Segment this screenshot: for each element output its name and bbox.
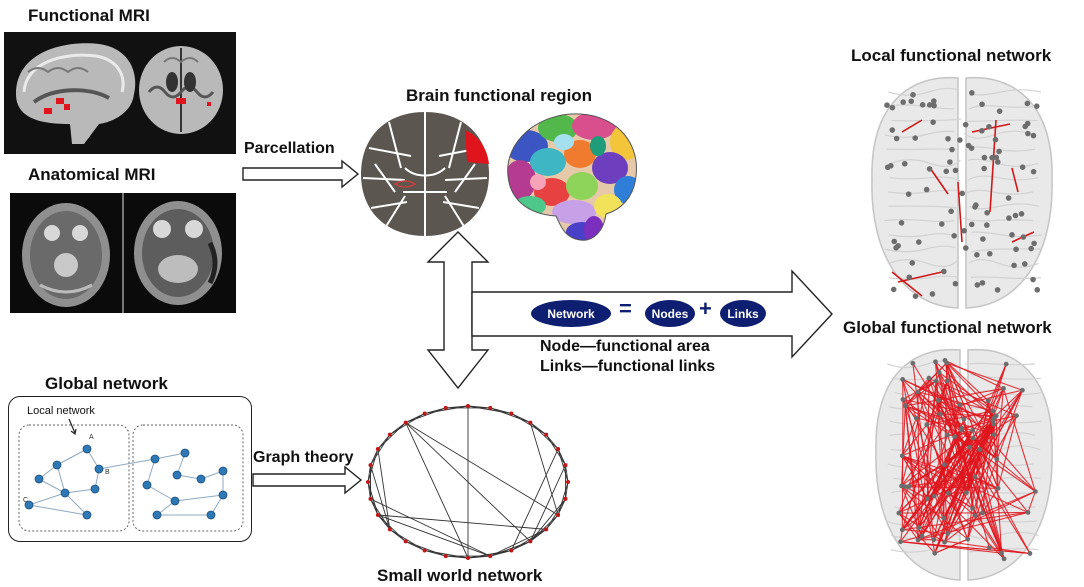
network-pill: Network (531, 300, 611, 327)
parcellation-arrow (242, 159, 360, 189)
global-network-box: Local network A B (8, 396, 252, 542)
graph-theory-arrow (252, 465, 363, 495)
anatomical-mri-image (10, 193, 236, 313)
small-world-network-graph (362, 398, 574, 566)
brain-functional-region-title: Brain functional region (406, 86, 593, 105)
anatomical-mri-title: Anatomical MRI (28, 165, 156, 184)
links-pill: Links (720, 300, 766, 327)
parcellation-label: Parcellation (244, 140, 335, 157)
nodes-pill: Nodes (645, 300, 695, 327)
local-functional-network-brain (862, 72, 1062, 312)
node-definition: Node—functional area (540, 338, 710, 355)
small-world-network-title: Small world network (377, 566, 543, 585)
node-marker-a: A (89, 434, 94, 441)
global-network-title: Global network (45, 374, 168, 393)
graph-theory-label: Graph theory (253, 449, 354, 466)
node-marker-c: C (23, 497, 29, 504)
local-functional-network-title: Local functional network (851, 46, 1052, 65)
colored-parcellation-brain (498, 106, 643, 248)
functional-mri-title: Functional MRI (28, 6, 150, 25)
local-network-label: Local network (27, 405, 95, 417)
node-marker-b: B (105, 469, 110, 476)
parcellation-slice-image (355, 108, 495, 240)
plus-sign: + (699, 296, 712, 321)
vertical-double-arrow (426, 231, 490, 390)
global-functional-network-brain (866, 344, 1062, 584)
links-definition: Links—functional links (540, 358, 716, 375)
global-functional-network-title: Global functional network (843, 318, 1052, 337)
equals-sign: = (619, 296, 632, 321)
functional-mri-image (4, 32, 236, 154)
